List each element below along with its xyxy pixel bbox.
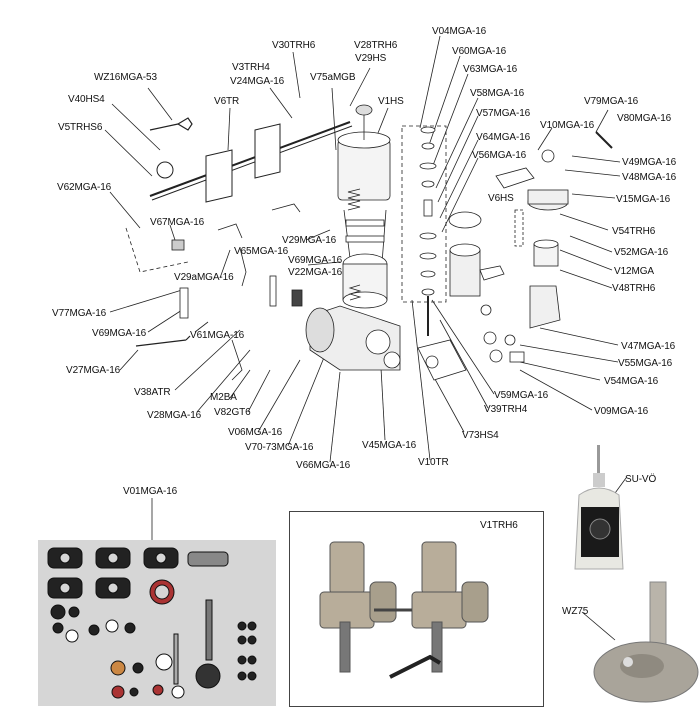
label-v1trh6: V1TRH6 [480,520,518,531]
label-v04mga16: V04MGA-16 [432,26,487,37]
label-v28mga16: V28MGA-16 [147,410,202,421]
oil-bottle-photo [574,445,624,570]
label-v30trh6: V30TRH6 [272,40,316,51]
label-v59mga16: V59MGA-16 [494,390,549,401]
label-v1hs: V1HS [378,96,404,107]
label-v58mga16: V58MGA-16 [470,88,525,99]
label-v47mga16: V47MGA-16 [621,341,676,352]
label-v56mga16: V56MGA-16 [472,150,527,161]
label-v65mga16: V65MGA-16 [234,246,289,257]
label-v48trh6: V48TRH6 [612,283,656,294]
label-v6tr: V6TR [214,96,240,107]
label-v38atr: V38ATR [134,387,171,398]
label-v3trh4: V3TRH4 [232,62,270,73]
label-v49mga16: V49MGA-16 [622,157,677,168]
label-v62mga16: V62MGA-16 [57,182,112,193]
label-v69mga16-b: V69MGA-16 [92,328,147,339]
label-v48mga16: V48MGA-16 [622,172,677,183]
label-v54mga16: V54MGA-16 [604,376,659,387]
label-v06mga16: V06MGA-16 [228,427,283,438]
label-v29hs: V29HS [355,53,387,64]
label-v80mga16: V80MGA-16 [617,113,672,124]
label-v64mga16: V64MGA-16 [476,132,531,143]
label-v67mga16: V67MGA-16 [150,217,205,228]
label-v5trhs6: V5TRHS6 [58,122,103,133]
label-v28trh6: V28TRH6 [354,40,398,51]
label-v60mga16: V60MGA-16 [452,46,507,57]
label-v79mga16: V79MGA-16 [584,96,639,107]
carb-pair-frame: V1TRH6 [289,511,544,707]
label-v27mga16: V27MGA-16 [66,365,121,376]
label-v52mga16: V52MGA-16 [614,247,669,258]
label-v40hs4: V40HS4 [68,94,105,105]
label-v10mga16: V10MGA-16 [540,120,595,131]
gasket-kit-photo [38,540,276,706]
label-v01mga16: V01MGA-16 [123,486,178,497]
label-v24mga16-a: V24MGA-16 [230,76,285,87]
label-v70-73mga16: V70-73MGA-16 [245,442,314,453]
label-v10tr: V10TR [418,457,449,468]
label-v45mga16: V45MGA-16 [362,440,417,451]
label-v15mga16: V15MGA-16 [616,194,671,205]
label-v6hs: V6HS [488,193,514,204]
label-v29mga16: V29MGA-16 [282,235,337,246]
label-v77mga16: V77MGA-16 [52,308,107,319]
carb-pair-image [319,541,489,679]
wz75-tool-photo [593,581,699,703]
label-v57mga16: V57MGA-16 [476,108,531,119]
label-su-vo: SU-VÖ [625,474,657,485]
label-v73hs4: V73HS4 [462,430,499,441]
label-v09mga16: V09MGA-16 [594,406,649,417]
label-v61mga16: V61MGA-16 [190,330,245,341]
gasket-kit-image [47,547,257,699]
label-v69mga16-a: V69MGA-16 [288,255,343,266]
label-v66mga16: V66MGA-16 [296,460,351,471]
label-v54trh6: V54TRH6 [612,226,656,237]
label-v55mga16: V55MGA-16 [618,358,673,369]
label-wz16mga53: WZ16MGA-53 [94,72,157,83]
label-m2ba: M2BA [210,392,237,403]
label-v12mga: V12MGA [614,266,654,277]
label-v63mga16: V63MGA-16 [463,64,518,75]
label-v39trh4: V39TRH4 [484,404,528,415]
label-v75amgb: V75aMGB [310,72,356,83]
label-v82gt6: V82GT6 [214,407,251,418]
label-wz75: WZ75 [562,606,589,617]
label-v22mga16: V22MGA-16 [288,267,343,278]
label-v29amga16: V29aMGA-16 [174,272,234,283]
